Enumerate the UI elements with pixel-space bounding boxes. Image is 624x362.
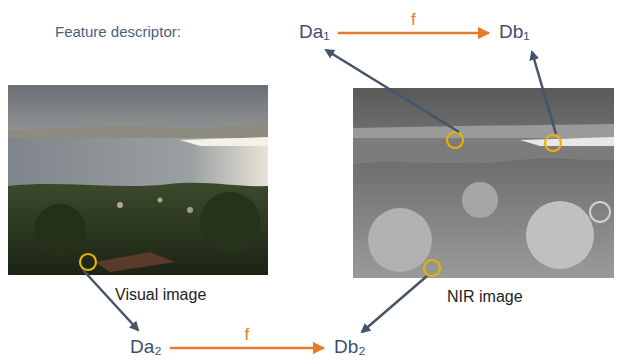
descriptor-text: Da₂ (130, 336, 162, 358)
keypoint-circles (80, 132, 561, 276)
descriptor-node: Da₂ (128, 335, 164, 359)
descriptor-text: Db₁ (499, 21, 530, 43)
descriptor-text: Db₂ (334, 336, 366, 358)
mapping-arrow (170, 347, 324, 350)
visual-photo (8, 85, 268, 275)
descriptor-text: Da₁ (299, 21, 330, 43)
caption-label: Feature descriptor: (55, 23, 181, 40)
descriptor-node: Db₂ (332, 335, 368, 359)
mapping-arrow (338, 32, 489, 35)
leader-arrows (83, 50, 556, 332)
edge-label: f (244, 325, 249, 345)
descriptor-node: Db₁ (497, 20, 532, 44)
edge-label: f (411, 10, 416, 30)
nir-photo (353, 88, 614, 278)
caption-label: Visual image (115, 286, 206, 304)
descriptor-node: Da₁ (297, 20, 332, 44)
caption-label: NIR image (447, 288, 523, 306)
